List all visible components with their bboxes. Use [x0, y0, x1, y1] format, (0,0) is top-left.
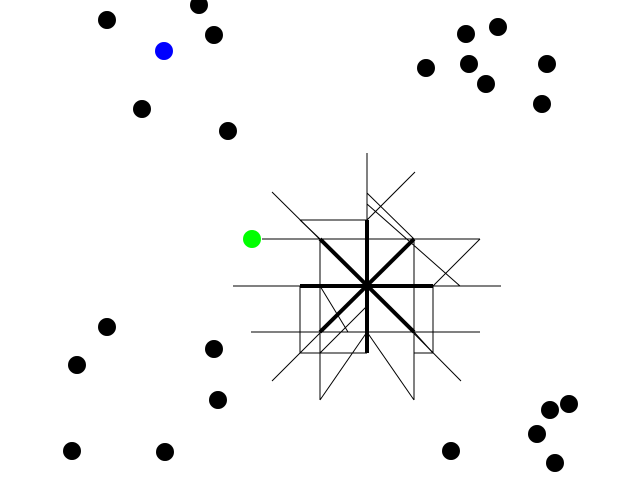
obstacle-dot	[209, 391, 227, 409]
obstacle-dot	[541, 401, 559, 419]
obstacle-dot	[68, 356, 86, 374]
thin-line	[299, 219, 321, 240]
obstacle-dot	[63, 442, 81, 460]
thin-line	[366, 171, 416, 221]
obstacle-dot	[457, 25, 475, 43]
obstacle-dot	[489, 18, 507, 36]
thin-line	[319, 305, 368, 354]
obstacle-dot	[133, 100, 151, 118]
thin-line	[319, 285, 349, 333]
obstacle-dot	[477, 75, 495, 93]
thin-line	[432, 238, 481, 287]
obstacle-dot	[560, 395, 578, 413]
obstacle-dot	[190, 0, 208, 14]
obstacle-dot	[156, 443, 174, 461]
obstacle-dot	[442, 442, 460, 460]
obstacle-dot	[98, 318, 116, 336]
obstacle-dot	[533, 95, 551, 113]
obstacle-dot	[219, 122, 237, 140]
target-dot[interactable]	[243, 230, 261, 248]
obstacle-dot	[546, 454, 564, 472]
thin-line	[366, 203, 461, 287]
thin-line	[366, 331, 415, 401]
obstacle-dot	[460, 55, 478, 73]
obstacle-dot	[205, 340, 223, 358]
obstacle-dot	[538, 55, 556, 73]
obstacle-dot	[98, 11, 116, 29]
obstacle-dot	[205, 26, 223, 44]
obstacle-dot	[528, 425, 546, 443]
star-spoke-diagonal	[318, 237, 416, 334]
obstacle-dots	[63, 0, 578, 472]
obstacle-dot	[417, 59, 435, 77]
player-dot[interactable]	[155, 42, 173, 60]
thin-line	[319, 331, 368, 401]
thin-line	[413, 331, 434, 354]
line-structure	[233, 153, 501, 401]
thin-line	[366, 192, 415, 240]
